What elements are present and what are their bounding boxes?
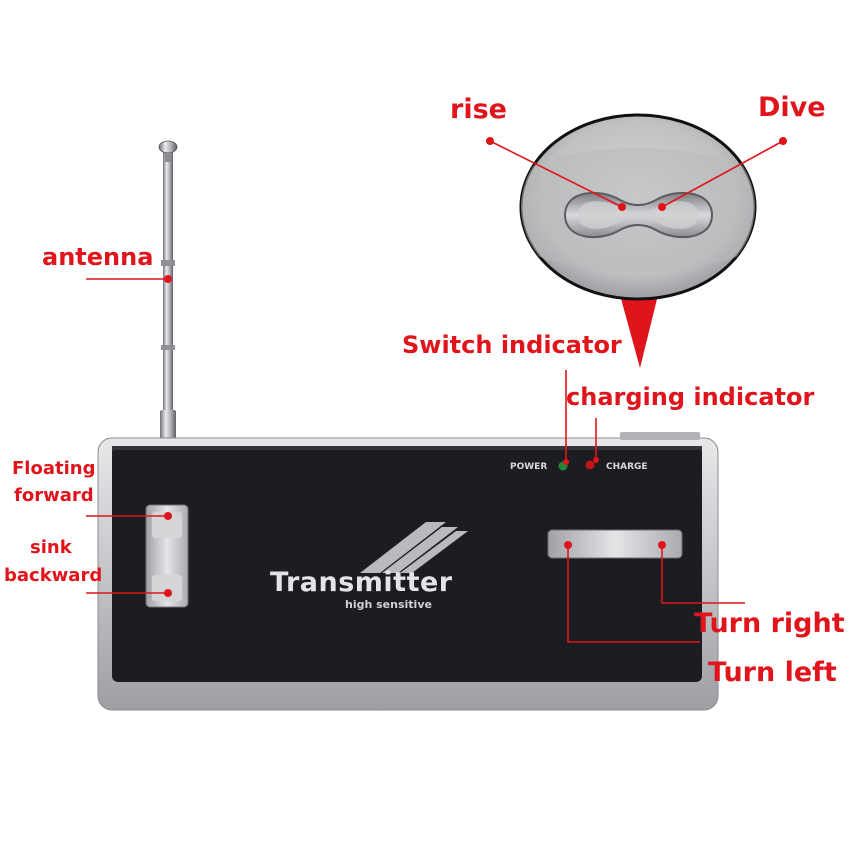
sink-backward-label-line1: sink <box>30 537 72 558</box>
antenna <box>158 140 178 442</box>
turn-right-label: Turn right <box>694 608 845 639</box>
antenna-rod <box>163 150 173 440</box>
charge-label: CHARGE <box>606 462 648 472</box>
annotation-dots <box>164 137 787 597</box>
power-label: POWER <box>510 462 548 472</box>
floating-forward-label-line1: Floating <box>12 458 96 479</box>
charge-led <box>585 460 595 470</box>
annotation-lines <box>86 140 784 643</box>
switch-indicator-label: Switch indicator <box>402 331 622 359</box>
brand-logo: Transmitter <box>270 567 453 598</box>
left-right-rocker <box>547 529 683 559</box>
antenna-tip <box>158 140 178 154</box>
charging-indicator-label: charging indicator <box>566 383 815 411</box>
rise-label: rise <box>450 94 507 125</box>
antenna-label: antenna <box>42 243 154 271</box>
floating-forward-label-line2: forward <box>14 485 94 506</box>
zoom-pointer <box>620 295 658 368</box>
forward-backward-rocker <box>145 504 189 608</box>
sink-backward-label-line2: backward <box>4 565 103 586</box>
turn-left-label: Turn left <box>708 657 837 688</box>
dive-label: Dive <box>758 92 826 123</box>
brand-stripes <box>360 522 468 573</box>
brand-tagline: high sensitive <box>345 598 432 611</box>
